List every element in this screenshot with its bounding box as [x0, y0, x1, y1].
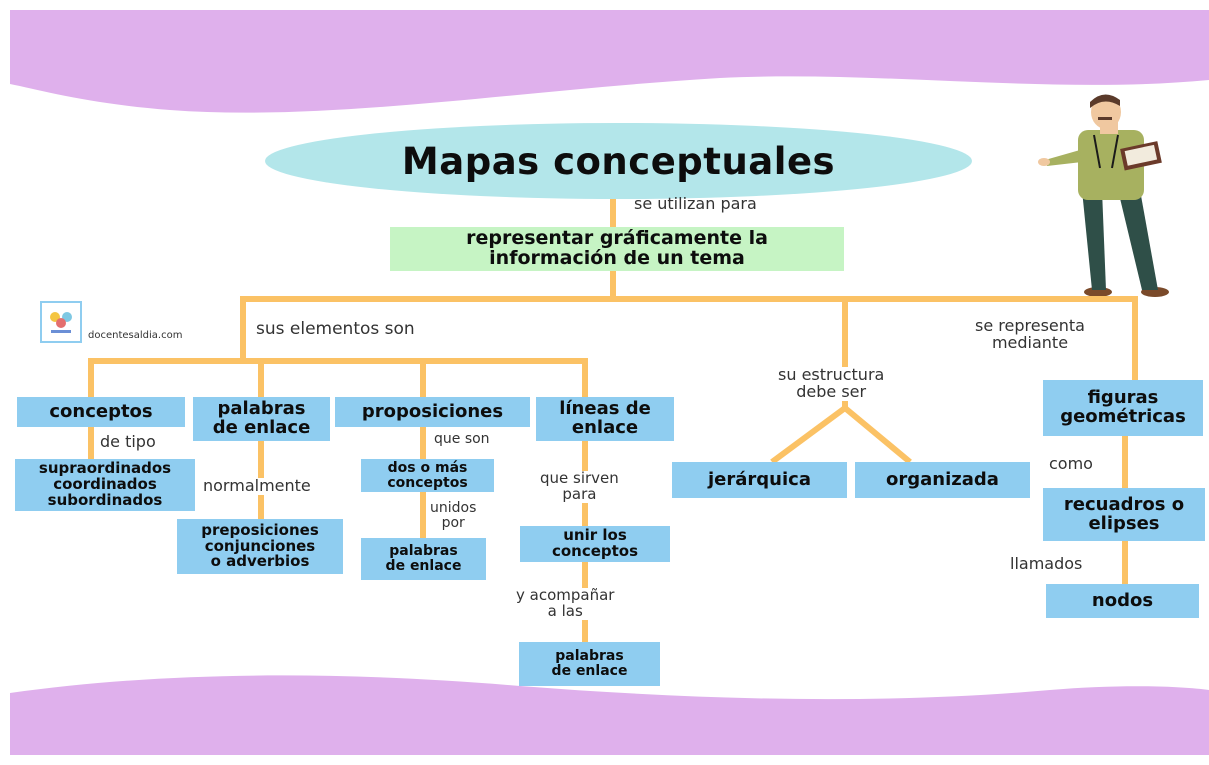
bottom-wave: [10, 675, 1209, 755]
connector: [240, 296, 1138, 302]
label-como: como: [1049, 454, 1093, 473]
label-su-estructura: su estructura debe ser: [778, 365, 885, 401]
connector: [420, 492, 426, 538]
logo-icon: [50, 312, 72, 333]
connector: [1132, 296, 1138, 380]
node-proposiciones: proposiciones: [335, 397, 530, 427]
label-que-sirven-para: que sirven para: [540, 469, 619, 503]
label-normalmente: normalmente: [203, 476, 311, 495]
site-logo: [40, 301, 82, 343]
label-y-acompanar: y acompañar a las: [516, 586, 615, 620]
page-title: Mapas conceptuales: [401, 139, 836, 183]
node-unir-conceptos: unir los conceptos: [520, 526, 670, 562]
connector: [88, 427, 94, 459]
connector: [420, 427, 426, 459]
node-main: representar gráficamente la información …: [390, 227, 844, 271]
connector: [1122, 541, 1128, 584]
connector: [610, 271, 616, 300]
node-organizada: organizada: [855, 462, 1030, 498]
node-conceptos: conceptos: [17, 397, 185, 427]
connector: [1122, 436, 1128, 488]
connector: [258, 358, 264, 398]
node-nodos: nodos: [1046, 584, 1199, 618]
label-se-representa: se representa mediante: [975, 316, 1085, 352]
node-preposiciones: preposiciones conjunciones o adverbios: [177, 519, 343, 574]
label-de-tipo: de tipo: [100, 432, 156, 451]
connector: [582, 358, 588, 398]
node-palabras-enlace-2: palabras de enlace: [361, 538, 486, 580]
label-sus-elementos: sus elementos son: [256, 319, 415, 339]
site-url: docentesaldia.com: [88, 330, 183, 341]
node-palabras-enlace-3: palabras de enlace: [519, 642, 660, 686]
node-dos-mas-conceptos: dos o más conceptos: [361, 459, 494, 492]
connector: [88, 358, 588, 364]
label-que-son: que son: [434, 431, 490, 447]
node-palabras-enlace: palabras de enlace: [193, 397, 330, 441]
node-supraordinados: supraordinados coordinados subordinados: [15, 459, 195, 511]
teacher-illustration: [1038, 94, 1169, 297]
top-wave: [10, 10, 1209, 113]
connector: [240, 296, 246, 362]
node-jerarquica: jerárquica: [672, 462, 847, 498]
node-figuras-geometricas: figuras geométricas: [1043, 380, 1203, 436]
title-ellipse: Mapas conceptuales: [265, 123, 972, 199]
label-unidos-por: unidos por: [430, 500, 477, 531]
label-llamados: llamados: [1010, 554, 1083, 573]
connector: [88, 358, 94, 398]
node-lineas-enlace: líneas de enlace: [536, 397, 674, 441]
node-recuadros-elipses: recuadros o elipses: [1043, 488, 1205, 541]
connector: [842, 296, 848, 411]
connector: [610, 199, 616, 227]
connector: [420, 358, 426, 398]
label-se-utilizan: se utilizan para: [634, 194, 757, 213]
